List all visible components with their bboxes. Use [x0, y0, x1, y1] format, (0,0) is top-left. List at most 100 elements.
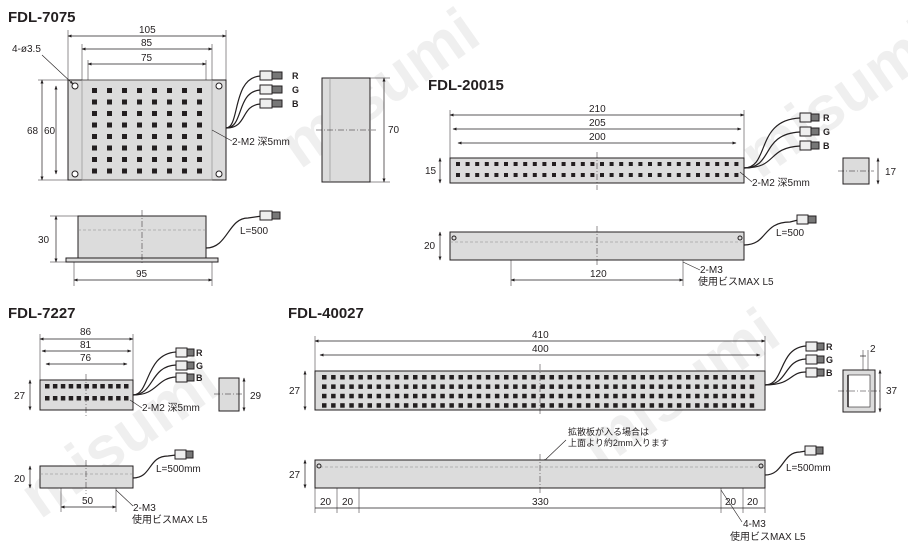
led [532, 173, 537, 177]
led [676, 173, 681, 177]
fdl-40027-led-grid [322, 375, 755, 408]
led [504, 403, 509, 408]
led [523, 173, 528, 177]
led [704, 403, 709, 408]
led [92, 122, 97, 128]
led [704, 384, 709, 389]
led [549, 375, 554, 380]
led [167, 145, 172, 151]
led [713, 393, 718, 399]
led [658, 384, 664, 389]
led [667, 162, 672, 166]
led [531, 393, 536, 399]
led [613, 375, 618, 380]
led [100, 396, 105, 401]
led [107, 88, 112, 93]
led [367, 375, 372, 380]
led [107, 145, 112, 151]
led [100, 384, 105, 389]
led [540, 384, 545, 389]
dim-20: 20 [320, 497, 332, 508]
led [504, 375, 509, 380]
led [197, 134, 202, 139]
fdl-7075-title: FDL-7075 [8, 9, 76, 26]
dim-L500: L=500 [240, 226, 269, 237]
led [558, 375, 564, 380]
dim-210: 210 [589, 104, 606, 115]
led [640, 375, 645, 380]
led [122, 134, 127, 139]
led [456, 173, 460, 177]
note-screw: 使用ビスMAX L5 [132, 513, 208, 526]
led [107, 111, 112, 116]
led [137, 122, 142, 128]
label-g: G [826, 355, 833, 365]
led [686, 162, 691, 166]
led [458, 403, 463, 408]
led [676, 384, 682, 389]
led [686, 173, 691, 177]
led [475, 173, 480, 177]
led [734, 173, 739, 177]
led [182, 145, 187, 151]
led [376, 375, 382, 380]
note-diffuser-2: 上面より約2mm入ります [568, 437, 669, 448]
led [667, 375, 673, 380]
led [122, 111, 127, 116]
led [522, 403, 527, 408]
led [631, 384, 636, 389]
led [107, 134, 112, 139]
led [367, 403, 372, 408]
led [152, 122, 157, 128]
led [107, 168, 112, 174]
led [349, 384, 354, 389]
led [467, 384, 473, 389]
led [595, 393, 600, 399]
note-m3: 2-M3 [700, 265, 723, 276]
led [513, 393, 518, 399]
led [76, 396, 82, 401]
dim-20: 20 [342, 497, 354, 508]
led [182, 122, 187, 128]
led [522, 393, 527, 399]
led [431, 403, 436, 408]
led [567, 384, 573, 389]
led [576, 403, 582, 408]
led [740, 403, 746, 408]
led [340, 375, 345, 380]
led [394, 384, 400, 389]
led [552, 162, 556, 166]
led [705, 173, 710, 177]
led [631, 375, 636, 380]
led [431, 393, 436, 399]
led [494, 393, 500, 399]
led [137, 88, 142, 93]
led [657, 173, 662, 177]
dim-76: 76 [80, 353, 92, 364]
led [197, 99, 202, 105]
led [580, 173, 585, 177]
note-m2: 2-M2 深5mm [232, 136, 290, 148]
led [152, 88, 157, 93]
led [152, 157, 157, 162]
led [137, 145, 142, 151]
dim-L500: L=500mm [156, 464, 201, 475]
led [724, 162, 729, 166]
led [604, 384, 609, 389]
led [152, 111, 157, 116]
led [549, 393, 554, 399]
note-m2: 2-M2 深5mm [142, 402, 200, 414]
led [403, 384, 409, 389]
led [413, 375, 418, 380]
fdl-7227-led-grid [45, 384, 129, 401]
led [449, 375, 454, 380]
led [713, 384, 718, 389]
dim-L500: L=500mm [786, 463, 831, 474]
led [331, 403, 336, 408]
led [60, 396, 66, 401]
led [440, 384, 445, 389]
led [676, 403, 682, 408]
led [358, 393, 363, 399]
led [485, 375, 491, 380]
led [552, 173, 556, 177]
